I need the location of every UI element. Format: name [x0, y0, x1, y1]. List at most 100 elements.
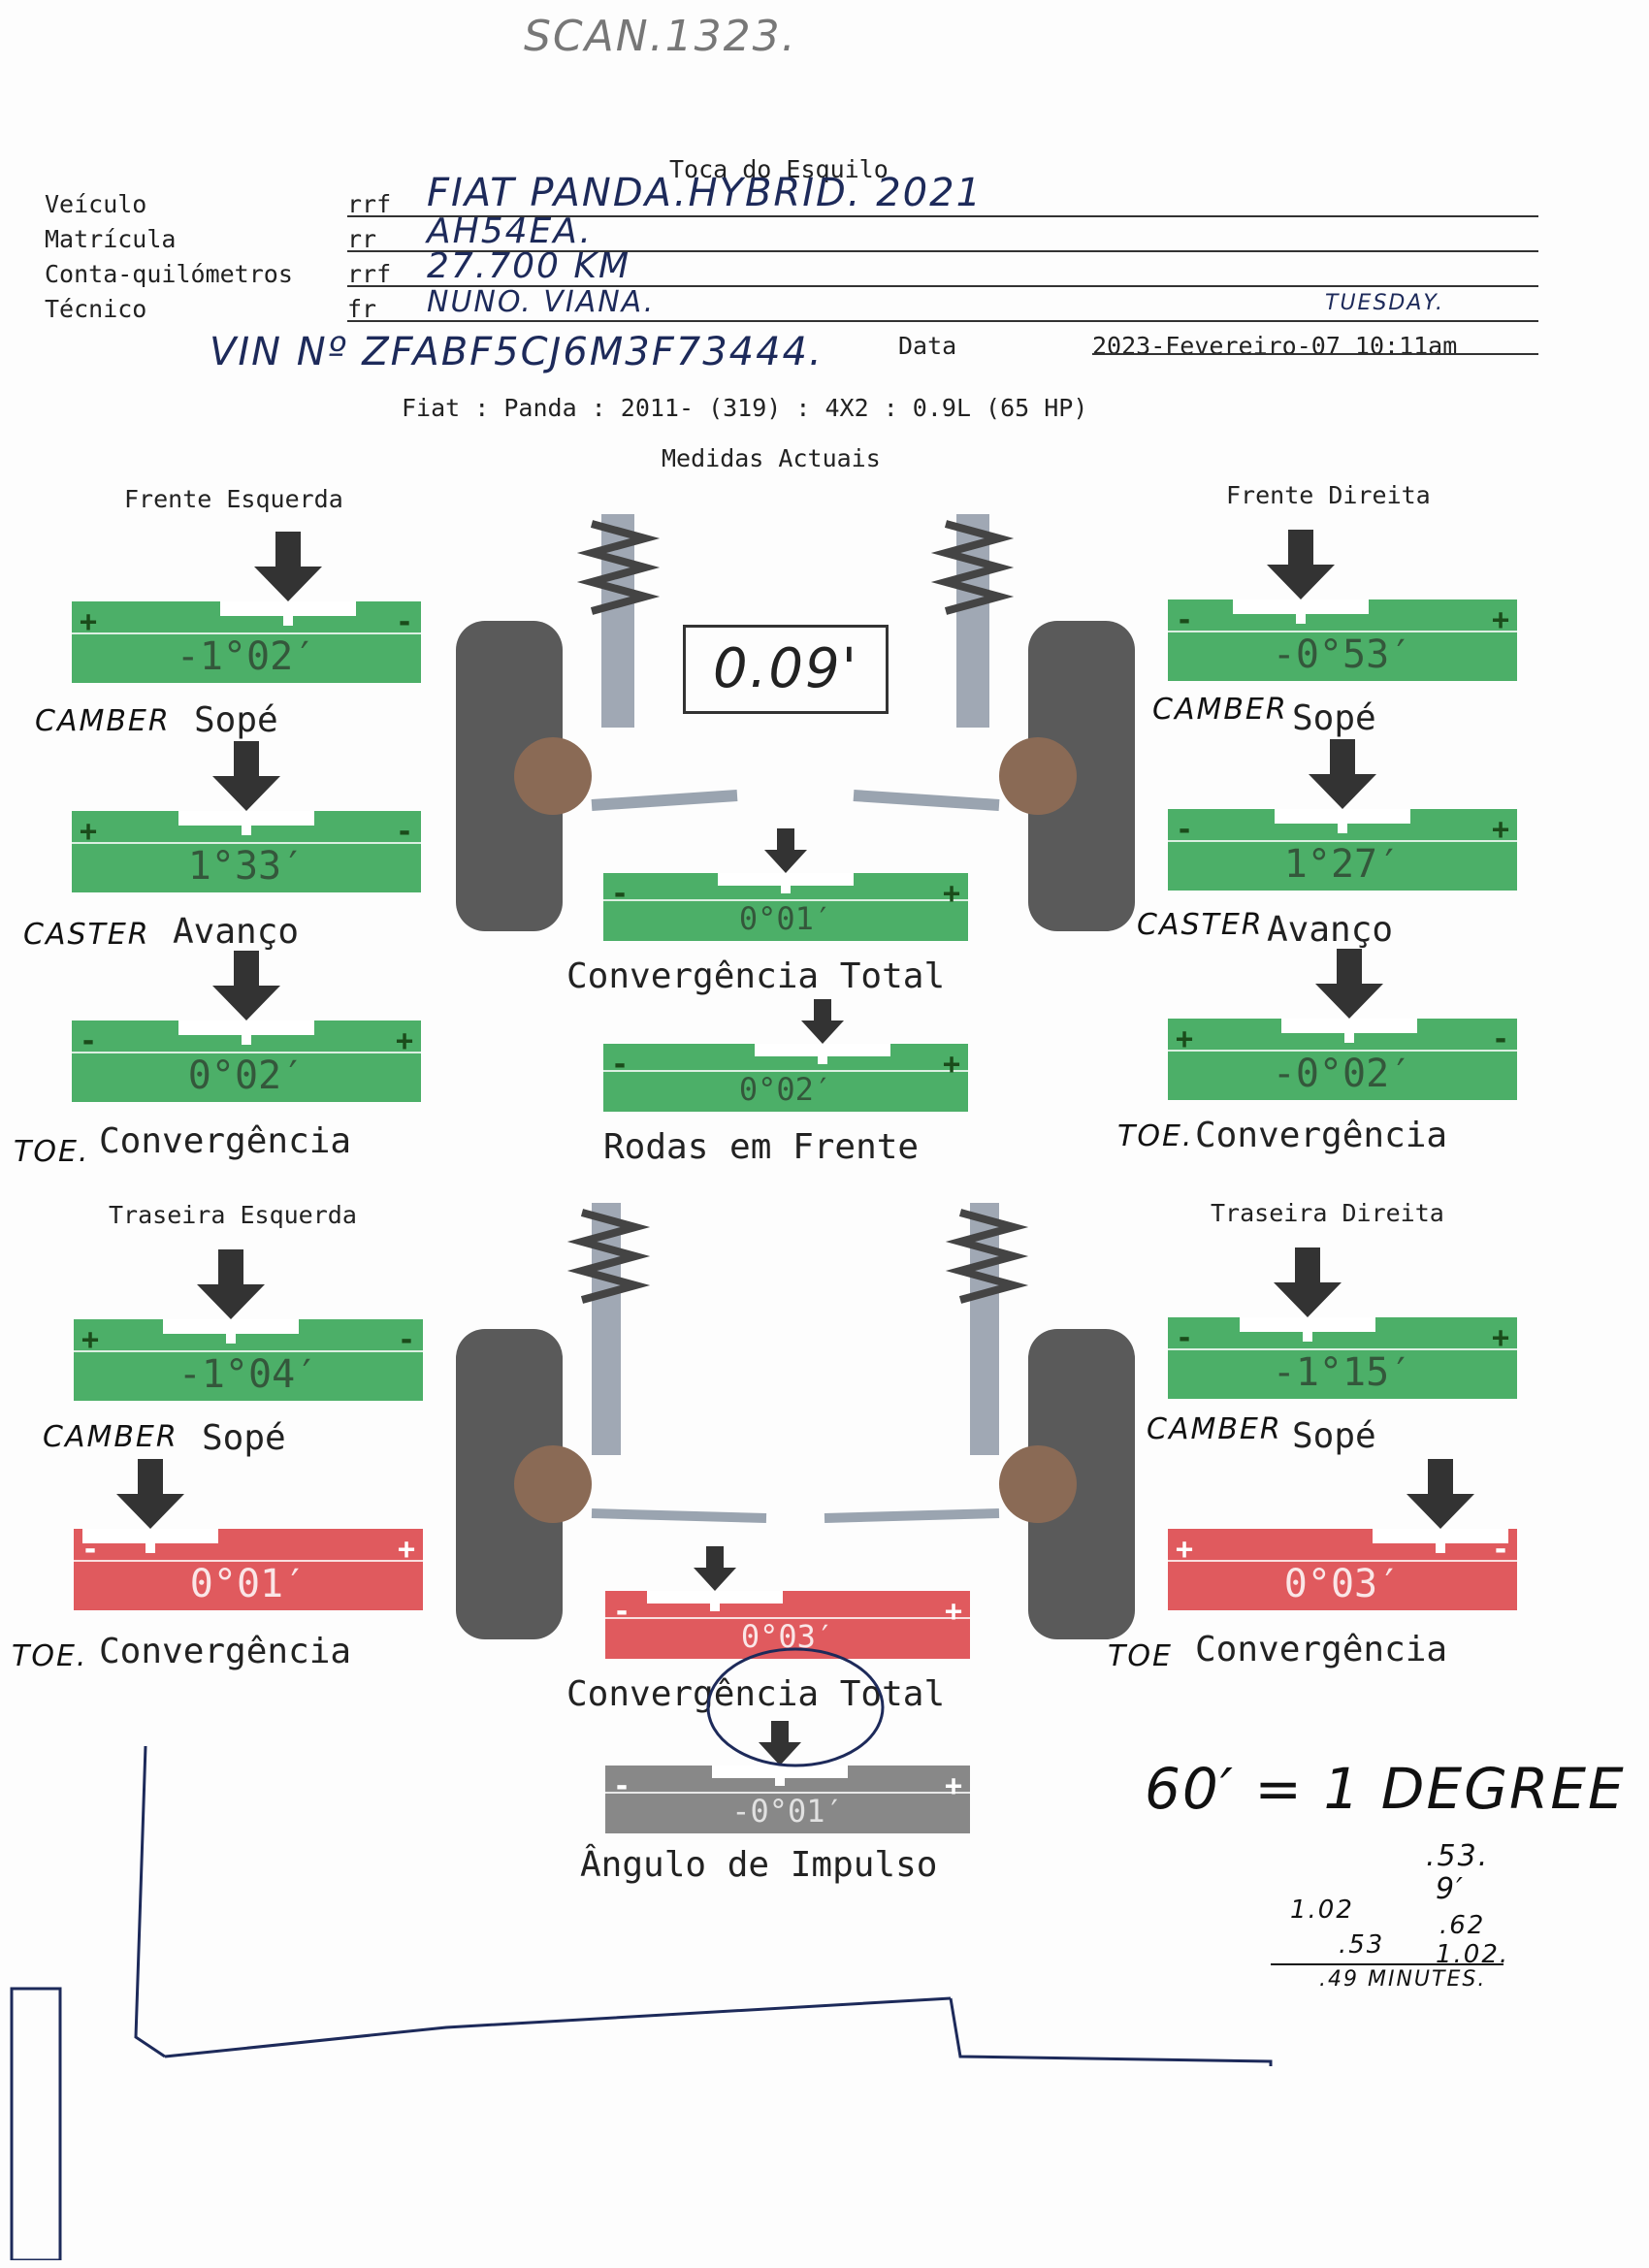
handwritten-total-value: 0.09' — [712, 637, 859, 700]
front-left-2-gauge: -+0°02′ — [72, 951, 421, 1102]
date-label: Data — [898, 332, 957, 360]
technician-code: fr — [347, 295, 377, 323]
rear-left-title: Traseira Esquerda — [109, 1201, 357, 1229]
vehicle-code: rrf — [347, 190, 392, 218]
front-center-0-caption: Convergência Total — [566, 956, 946, 996]
rear-center-0-right-sign: + — [944, 1595, 962, 1629]
calc-1: .53. — [1426, 1839, 1490, 1873]
front-right-2-pointer-arrow — [1315, 949, 1383, 1022]
rear-right-1-gauge: +-0°03′ — [1168, 1459, 1517, 1610]
rear-center-0-bar: -+0°03′ — [605, 1591, 970, 1659]
vehicle-handwritten: FIAT PANDA.HYBRID. 2021 — [427, 171, 984, 215]
front-center-0-right-sign: + — [942, 877, 960, 911]
rear-axle-illustration — [456, 1203, 1135, 1639]
front-right-0-bar: - + -0°53′ — [1168, 599, 1517, 681]
technician-handwritten: NUNO. VIANA. — [427, 285, 656, 319]
front-right-0-pointer-arrow — [1267, 530, 1335, 603]
rear-left-0-bar: +--1°04′ — [74, 1319, 423, 1401]
rear-right-1-pointer-arrow — [1406, 1459, 1474, 1533]
rear-right-0-pointer-arrow — [1274, 1247, 1342, 1321]
front-right-1-left-sign: - — [1176, 813, 1194, 847]
date-value: 2023-Fevereiro-07 10:11am — [1092, 332, 1458, 360]
rear-left-1-caption: Convergência — [99, 1632, 352, 1671]
measures-title: Medidas Actuais — [662, 444, 881, 472]
front-center-0-bar: -+0°01′ — [603, 873, 968, 941]
handwritten-total-box: 0.09' — [683, 625, 889, 714]
front-left-control-arm — [591, 790, 738, 811]
calc-4: .62 — [1439, 1911, 1486, 1940]
front-right-hub — [999, 737, 1077, 815]
front-right-tyre — [1028, 621, 1135, 931]
calc-3: 1.02 — [1290, 1895, 1354, 1925]
front-left-hub — [514, 737, 592, 815]
front-right-1-bar: -+1°27′ — [1168, 809, 1517, 891]
rear-center-1-bar: -+-0°01′ — [605, 1766, 970, 1833]
front-left-0-right-sign: - — [395, 605, 413, 639]
front-left-1-pointer-arrow — [212, 741, 280, 815]
front-left-1-handwritten-note: CASTER — [23, 918, 150, 952]
rear-left-hub — [514, 1445, 592, 1523]
front-left-spring — [576, 520, 661, 615]
calc-7: .49 MINUTES. — [1319, 1967, 1487, 1992]
sketch-box — [10, 1987, 62, 2260]
rear-right-0-bar: -+-1°15′ — [1168, 1317, 1517, 1399]
vehicle-line — [347, 215, 1538, 217]
front-right-1-pointer-arrow — [1309, 739, 1376, 813]
front-left-2-right-sign: + — [395, 1024, 413, 1058]
sketch-circle — [706, 1647, 885, 1767]
front-left-2-left-sign: - — [80, 1024, 98, 1058]
front-center-0-value: 0°01′ — [738, 900, 833, 937]
rear-left-1-gauge: -+0°01′ — [74, 1459, 423, 1610]
rear-right-tyre — [1028, 1329, 1135, 1639]
front-center-1-caption: Rodas em Frente — [603, 1127, 920, 1167]
front-left-1-gauge: +-1°33′ — [72, 741, 421, 892]
plate-line — [347, 250, 1538, 252]
rear-left-0-caption: Sopé — [202, 1418, 286, 1458]
rear-right-hub — [999, 1445, 1077, 1523]
odometer-line — [347, 285, 1538, 287]
front-left-tyre — [456, 621, 563, 931]
front-right-1-value: 1°27′ — [1283, 842, 1402, 887]
front-center-0-pointer-arrow — [764, 828, 807, 877]
technician-line — [347, 320, 1538, 322]
front-right-0-value: -0°53′ — [1272, 632, 1413, 677]
rear-left-spring — [566, 1209, 651, 1304]
rear-right-0-right-sign: + — [1491, 1321, 1509, 1355]
front-left-1-value: 1°33′ — [187, 844, 306, 889]
front-center-1-bar: -+0°02′ — [603, 1044, 968, 1112]
rear-center-0-pointer-arrow — [694, 1546, 736, 1595]
front-right-1-handwritten-note: CASTER — [1137, 908, 1264, 942]
front-right-2-right-sign: - — [1491, 1022, 1509, 1056]
front-center-1-left-sign: - — [611, 1048, 630, 1082]
rear-right-1-right-sign: - — [1491, 1533, 1509, 1567]
rear-right-1-handwritten-note: TOE — [1108, 1639, 1173, 1673]
rear-left-1-pointer-arrow — [116, 1459, 184, 1533]
rear-right-1-value: 0°03′ — [1283, 1562, 1402, 1606]
rear-left-1-value: 0°01′ — [189, 1562, 307, 1606]
front-right-0-handwritten-note: CAMBER — [1152, 693, 1288, 727]
front-right-2-bar: +--0°02′ — [1168, 1019, 1517, 1100]
front-left-title: Frente Esquerda — [124, 485, 343, 513]
rear-left-1-left-sign: - — [81, 1533, 100, 1567]
odometer-handwritten: 27.700 KM — [427, 246, 631, 286]
front-right-title: Frente Direita — [1226, 481, 1431, 509]
front-right-0-right-sign: + — [1491, 603, 1509, 637]
front-left-0-gauge: +--1°02′ — [72, 532, 421, 683]
rear-center-1-gauge: -+-0°01′ — [605, 1721, 970, 1833]
front-right-0-caption: Sopé — [1292, 698, 1376, 738]
plate-handwritten: AH54EA. — [427, 211, 593, 251]
degree-rule-note: 60′ = 1 DEGREE — [1145, 1756, 1626, 1822]
rear-right-link — [824, 1508, 1000, 1523]
rear-right-0-gauge: -+-1°15′ — [1168, 1247, 1517, 1399]
front-right-2-handwritten-note: TOE. — [1117, 1119, 1194, 1153]
calc-2: 9′ — [1436, 1872, 1465, 1906]
front-center-1-right-sign: + — [942, 1048, 960, 1082]
front-right-0-left-sign: - — [1176, 603, 1194, 637]
rear-center-1-pointer-arrow — [759, 1721, 801, 1769]
rear-left-link — [591, 1508, 767, 1523]
rear-left-1-handwritten-note: TOE. — [12, 1639, 88, 1673]
rear-center-0-gauge: -+0°03′ — [605, 1546, 970, 1659]
front-right-2-left-sign: + — [1176, 1022, 1194, 1056]
rear-left-0-gauge: +--1°04′ — [74, 1249, 423, 1401]
front-left-0-bar: +--1°02′ — [72, 601, 421, 683]
